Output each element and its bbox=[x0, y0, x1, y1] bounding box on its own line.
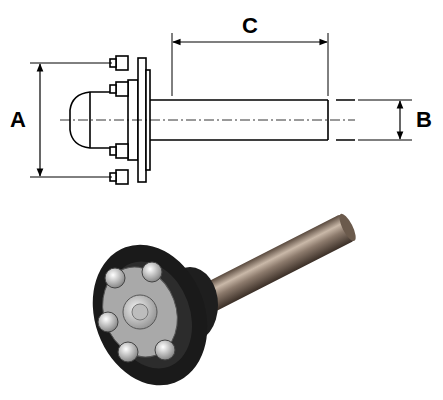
axle-photo bbox=[74, 212, 359, 400]
line-drawing bbox=[30, 33, 412, 184]
dimension-label: C bbox=[242, 15, 258, 37]
dimension-label: A bbox=[10, 109, 26, 131]
dimension-label: B bbox=[416, 109, 432, 131]
